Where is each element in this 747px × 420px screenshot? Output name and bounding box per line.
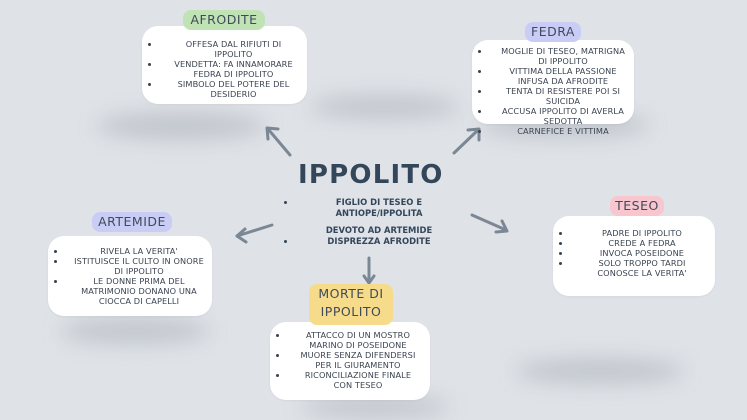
shadow-artemide [60,318,210,344]
card-morte: ATTACCO DI UN MOSTRO MARINO DI POSEIDONE… [270,322,430,400]
card-fedra: MOGLIE DI TESEO, MATRIGNA DI IPPOLITO VI… [472,40,634,136]
list-item: SIMBOLO DEL POTERE DEL DESIDERIO [160,79,299,99]
badge-morte-line1: MORTE DI [318,286,384,301]
list-item: VITTIMA DELLA PASSIONE INFUSA DA AFRODIT… [490,66,628,86]
list-item: MOGLIE DI TESEO, MATRIGNA DI IPPOLITO [490,46,628,66]
card-artemide: RIVELA LA VERITA' ISTITUISCE IL CULTO IN… [48,236,212,316]
arrow-to-fedra [452,127,481,155]
list-item: ISTITUISCE IL CULTO IN ONORE DI IPPOLITO [66,256,204,276]
list-item: RICONCILIAZIONE FINALE CON TESEO [288,370,420,390]
arrow-to-afrodite [265,126,292,157]
morte-list: ATTACCO DI UN MOSTRO MARINO DI POSEIDONE… [270,322,430,390]
badge-morte-line2: IPPOLITO [320,304,382,319]
list-item: SOLO TROPPO TARDI CONOSCE LA VERITA' [571,258,705,278]
badge-morte: MORTE DI IPPOLITO [309,284,393,325]
artemide-list: RIVELA LA VERITA' ISTITUISCE IL CULTO IN… [48,236,212,306]
list-item: VENDETTA: FA INNAMORARE FEDRA DI IPPOLIT… [160,59,299,79]
list-item: INVOCA POSEIDONE [571,248,705,258]
arrow-to-teseo [470,213,509,234]
shadow-afrodite [96,112,266,140]
teseo-list: PADRE DI IPPOLITO CREDE A FEDRA INVOCA P… [553,216,715,278]
arrow-to-morte [362,256,376,285]
shadow-morte [300,396,450,418]
list-item: ATTACCO DI UN MOSTRO MARINO DI POSEIDONE [288,330,420,350]
badge-artemide: ARTEMIDE [92,212,172,232]
list-item: PADRE DI IPPOLITO [571,228,705,238]
fedra-list: MOGLIE DI TESEO, MATRIGNA DI IPPOLITO VI… [472,40,634,136]
afrodite-list: OFFESA DAL RIFIUTI DI IPPOLITO VENDETTA:… [142,26,307,99]
arrow-to-artemide [235,223,274,244]
list-item: LE DONNE PRIMA DEL MATRIMONIO DONANO UNA… [66,276,204,306]
central-topic-title: IPPOLITO [298,160,444,190]
card-afrodite: OFFESA DAL RIFIUTI DI IPPOLITO VENDETTA:… [142,26,307,104]
list-item: FIGLIO DI TESEO E ANTIOPE/IPPOLITA [296,197,456,218]
badge-fedra: FEDRA [525,22,581,42]
list-item: MUORE SENZA DIFENDERSI PER IL GIURAMENTO [288,350,420,370]
list-item: DEVOTO AD ARTEMIDE [325,225,433,235]
list-item: RIVELA LA VERITA' [66,246,204,256]
list-item: ACCUSA IPPOLITO DI AVERLA SEDOTTA [490,106,628,126]
shadow-center [310,95,460,119]
list-item: TENTA DI RESISTERE POI SI SUICIDA [490,86,628,106]
list-item: OFFESA DAL RIFIUTI DI IPPOLITO [160,39,299,59]
badge-teseo: TESEO [610,196,664,216]
list-item: DISPREZZA AFRODITE [296,236,456,247]
card-teseo: PADRE DI IPPOLITO CREDE A FEDRA INVOCA P… [553,216,715,296]
list-item: CREDE A FEDRA [571,238,705,248]
central-topic-list: FIGLIO DI TESEO E ANTIOPE/IPPOLITA DEVOT… [282,197,456,246]
list-item: CARNEFICE E VITTIMA [490,126,628,136]
shadow-teseo [515,358,685,384]
badge-afrodite: AFRODITE [183,10,265,30]
